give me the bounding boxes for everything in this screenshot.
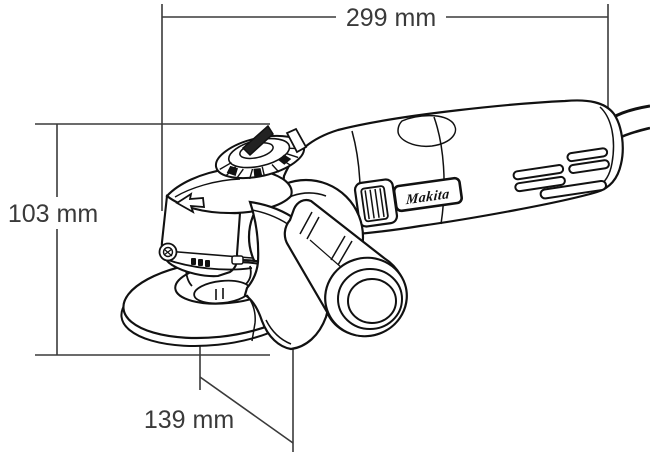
disc-diameter-label: 139 mm xyxy=(144,406,234,434)
vent-slits xyxy=(512,147,610,200)
grinder-illustration: Makita xyxy=(120,99,650,351)
dial-tooth-mark xyxy=(253,168,263,177)
vent-slot xyxy=(539,179,608,200)
vent-slot xyxy=(514,175,566,193)
dial-tooth-mark xyxy=(226,165,238,176)
brand-logo-text: Makita xyxy=(404,186,450,208)
guard-fold-line xyxy=(246,294,256,342)
vent-slot xyxy=(568,159,610,174)
dimension-disc-diameter xyxy=(199,342,294,452)
lever-hinge xyxy=(285,127,308,154)
brand-label: Makita xyxy=(392,176,464,213)
gear-head xyxy=(158,166,293,278)
vent-slot xyxy=(512,164,565,181)
handle-grip-seams xyxy=(299,211,353,269)
overall-length-label: 299 mm xyxy=(346,4,436,32)
lock-knurl xyxy=(163,248,173,256)
clamp-screw xyxy=(205,260,210,267)
handle-cap-face xyxy=(347,278,397,324)
clamp-latch xyxy=(231,255,244,265)
guard-lip-line xyxy=(265,319,292,345)
clamp-band-lower xyxy=(164,258,253,271)
vent-slot xyxy=(566,147,609,163)
slide-switch xyxy=(353,178,399,228)
dial-tooth-mark xyxy=(278,154,292,165)
head-contour-line xyxy=(174,178,241,198)
dimension-height xyxy=(35,123,270,356)
dimension-overall-length xyxy=(161,4,609,211)
clamp-screw xyxy=(191,258,196,265)
guard-lever xyxy=(241,124,274,157)
clamp-screw xyxy=(198,259,203,266)
adjustment-dial xyxy=(214,124,308,180)
rotation-arrow-icon xyxy=(175,192,206,214)
side-handle xyxy=(283,198,408,338)
height-label: 103 mm xyxy=(8,200,98,228)
disc-leader-line xyxy=(199,376,294,444)
